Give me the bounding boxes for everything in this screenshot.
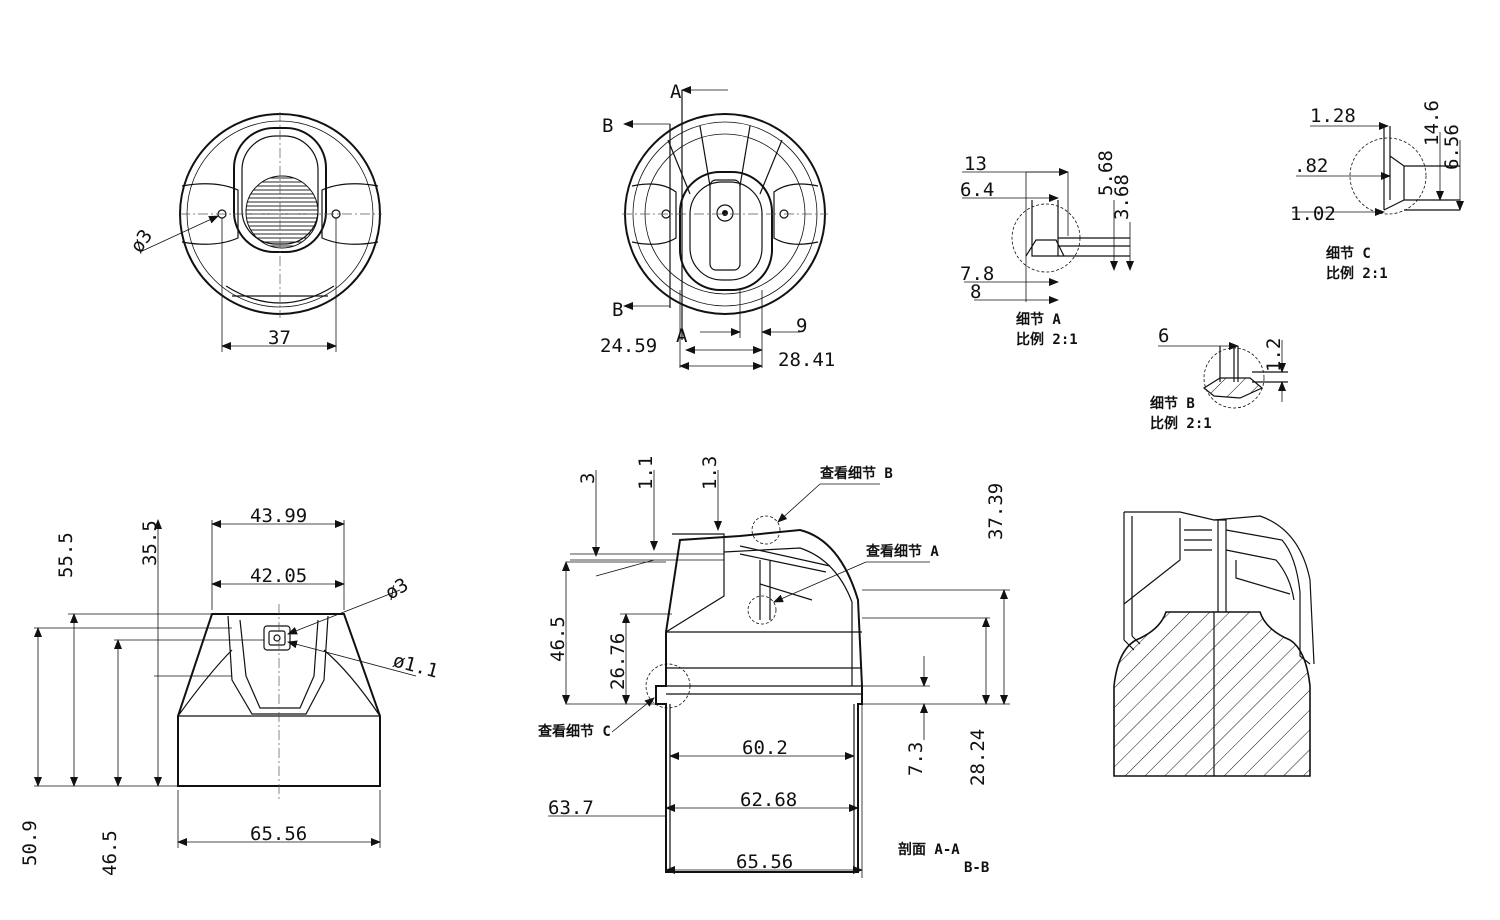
see-detail-b-note: 查看细节 B: [820, 465, 893, 482]
detail-a-dim-5-68: 5.68: [1095, 150, 1117, 196]
detail-a-scale: 比例 2:1: [1016, 331, 1078, 348]
section-dim-63-7: 63.7: [548, 797, 594, 819]
section-arrow-a-top: A: [670, 81, 682, 103]
top-dim-24-59: 24.59: [600, 335, 657, 357]
section-dim-1-3: 1.3: [699, 456, 721, 490]
detail-b-title: 细节 B: [1150, 395, 1195, 412]
section-arrow-b-bottom: B: [612, 299, 623, 321]
section-dim-28-24: 28.24: [967, 729, 989, 786]
detail-a-dim-3-68: 3.68: [1111, 174, 1133, 220]
detail-a-dim-13: 13: [964, 153, 987, 175]
section-title-a-a: 剖面 A-A: [898, 841, 960, 858]
section-arrow-a-bottom: A: [676, 325, 688, 347]
side-dim-d1-1: ø1.1: [391, 650, 441, 683]
side-dim-d3: ø3: [382, 574, 413, 604]
detail-a-dim-6-4: 6.4: [960, 179, 994, 201]
detail-c-dim-1-02: 1.02: [1290, 203, 1336, 225]
side-dim-35-5: 35.5: [139, 520, 161, 566]
section-dim-62-68: 62.68: [740, 789, 797, 811]
detail-a-title: 细节 A: [1016, 311, 1061, 328]
section-dim-26-76: 26.76: [607, 633, 629, 690]
section-arrow-b-top: B: [602, 115, 613, 137]
side-dim-65-56: 65.56: [250, 823, 307, 845]
side-dim-42-05: 42.05: [250, 565, 307, 587]
detail-a-dim-8: 8: [970, 281, 981, 303]
detail-a-dim-7-8: 7.8: [960, 263, 994, 285]
detail-b-scale: 比例 2:1: [1150, 415, 1212, 432]
detail-b: 6 1.2 细节 B 比例 2:1: [1150, 325, 1288, 432]
section-b-b-view: [1113, 511, 1315, 777]
section-a-a-view: 查看细节 B 查看细节 A 查看细节 C 3 1.1 1.3 46.5 26.7…: [538, 456, 1010, 878]
section-dim-7-3: 7.3: [905, 742, 927, 776]
front-dim-37: 37: [268, 327, 291, 349]
detail-c-dim-1-28: 1.28: [1310, 105, 1356, 127]
detail-c: 1.28 .82 1.02 14.6 6.56 细节 C 比例 2:1: [1290, 100, 1464, 282]
front-dim-d3: ø3: [126, 225, 157, 256]
section-title-b-b: B-B: [964, 860, 989, 876]
section-dim-60-2: 60.2: [742, 737, 788, 759]
detail-c-scale: 比例 2:1: [1326, 265, 1388, 282]
side-view: 43.99 42.05 55.5 35.5 50.9 46.5 ø3 ø1.1 …: [19, 505, 441, 876]
detail-b-dim-6: 6: [1158, 325, 1169, 347]
detail-a: 13 6.4 7.8 8 5.68 3.68 细节 A 比例 2:1: [960, 150, 1134, 348]
top-dim-28-41: 28.41: [778, 349, 835, 371]
section-dim-3: 3: [577, 473, 599, 484]
section-dim-46-5: 46.5: [547, 616, 569, 662]
section-dim-1-1: 1.1: [635, 456, 657, 490]
section-dim-37-39: 37.39: [985, 483, 1007, 540]
side-dim-43-99: 43.99: [250, 505, 307, 527]
see-detail-c-note: 查看细节 C: [538, 723, 611, 740]
detail-c-dim-6-56: 6.56: [1441, 124, 1463, 170]
detail-c-dim-14-6: 14.6: [1421, 100, 1443, 146]
section-dim-65-56: 65.56: [736, 851, 793, 873]
detail-b-dim-1-2: 1.2: [1263, 338, 1285, 372]
top-dim-9: 9: [796, 315, 807, 337]
top-view: A B B A 9 24.59 28.41: [600, 81, 835, 371]
detail-c-dim-82: .82: [1294, 155, 1328, 177]
see-detail-a-note: 查看细节 A: [866, 543, 939, 560]
side-dim-55-5: 55.5: [55, 532, 77, 578]
detail-c-title: 细节 C: [1326, 245, 1371, 262]
side-dim-46-5: 46.5: [99, 830, 121, 876]
side-dim-50-9: 50.9: [19, 820, 41, 866]
front-view: ø3 37: [126, 112, 382, 352]
